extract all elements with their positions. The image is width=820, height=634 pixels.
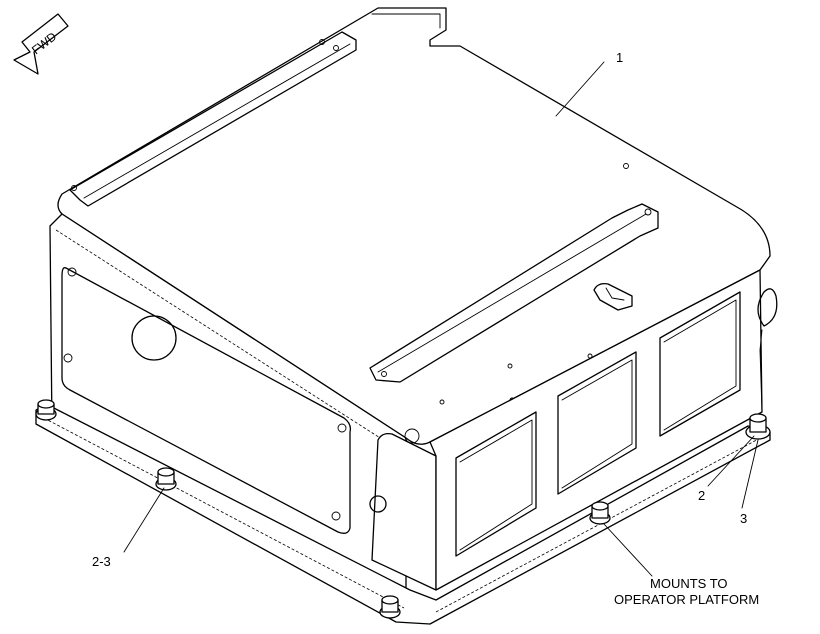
top-hole [507,363,513,369]
leader-item2 [707,435,755,487]
cover-bolt [337,423,347,433]
top-hole [439,399,445,405]
vent-window-2-inner [561,359,633,489]
access-cover-port [131,315,177,361]
leader-note [603,523,653,577]
top-strap-right [369,203,659,383]
callout-item3: 3 [740,511,747,526]
callout-note-line1: MOUNTS TO [650,576,728,591]
vent-window-1-inner [459,419,533,551]
top-lip [371,13,441,29]
mount-bolt-right [745,413,771,440]
corner-knob [369,495,387,513]
side-bend [55,229,403,453]
vent-window-1 [455,411,537,557]
cover-bolt [331,511,341,521]
top-strap-left [69,31,357,207]
strap-hole [333,45,339,51]
strap-hole [319,39,325,45]
vent-window-3-inner [663,299,737,431]
hook-cable [759,329,763,413]
strap-right-edge [377,213,647,373]
strap-hole [71,185,77,191]
leader-item3 [741,439,759,509]
latch-slot [605,287,625,301]
vent-window-2 [557,351,637,495]
strap-hole [381,371,387,377]
top-latch [593,282,633,311]
flange-bend [43,417,405,609]
enclosure [35,7,778,625]
vent-window-3 [659,291,741,437]
callout-note-line2: OPERATOR PLATFORM [614,592,759,607]
cover-bolt [67,267,77,277]
top-hole [623,163,629,169]
leader-item1 [555,61,605,117]
enclosure-front-side [429,269,763,591]
cover-bolt [63,353,73,363]
strap-left-edge [83,43,351,199]
corner-hinge [404,428,420,444]
callout-item2-3: 2-3 [92,554,111,569]
callout-leaders [123,61,759,577]
mount-bolt-mid-left [155,467,177,491]
forward-arrow: FWD [13,13,69,75]
callout-item2: 2 [698,488,705,503]
callout-item1: 1 [616,50,623,65]
strap-hole [644,208,652,216]
access-cover [61,267,352,534]
forward-arrow-icon [13,13,69,75]
mount-bolt-front [379,595,401,619]
lift-hook [757,288,778,327]
leader-item2-3 [123,487,165,553]
mount-bolt-rear-left [35,399,57,421]
mount-bolt-front-mid [589,501,611,525]
